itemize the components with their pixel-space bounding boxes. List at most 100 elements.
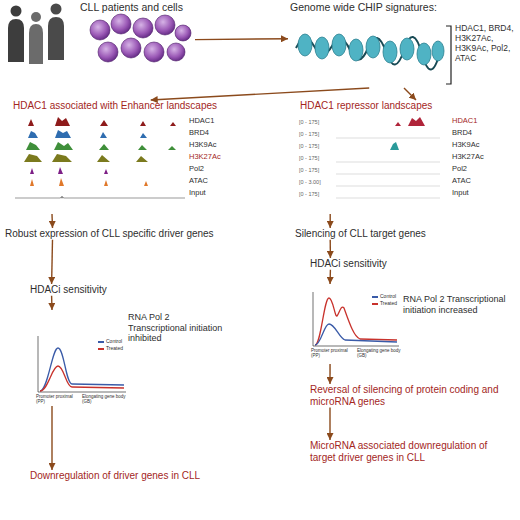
nucleosome <box>298 34 312 56</box>
person-head <box>51 4 62 15</box>
nucleosome <box>400 38 414 60</box>
node-text: HDAC1 repressor landscapes <box>300 100 510 112</box>
track-range: [0 - 3.00] <box>299 179 335 185</box>
person-body <box>48 17 64 60</box>
flow-arrow <box>329 408 330 440</box>
track-range: [0 - 175] <box>299 167 335 173</box>
track <box>336 162 440 163</box>
flow-arrow <box>195 38 288 40</box>
person-head <box>31 12 41 22</box>
track-label: Pol2 <box>452 165 512 173</box>
node-text: Silencing of CLL target genes <box>295 228 515 240</box>
legend-swatch <box>372 296 378 298</box>
enhancer-tracks <box>15 117 185 198</box>
track <box>336 117 440 126</box>
track <box>15 142 185 150</box>
cell <box>121 38 141 58</box>
track <box>336 198 440 199</box>
legend-swatch <box>372 303 378 305</box>
track <box>15 196 185 198</box>
track-label: BRD4 <box>452 129 512 137</box>
flow-arrow <box>151 88 370 100</box>
nucleosome <box>349 39 363 61</box>
plot-axes <box>313 292 399 346</box>
track-label: Pol2 <box>189 165 239 173</box>
track <box>15 154 185 162</box>
node-text: HDACi sensitivity <box>30 284 150 296</box>
legend-text: Treated <box>380 301 397 307</box>
step-text: HDACi sensitivity <box>30 284 150 296</box>
axis-label: Elongating gene body (GB) <box>82 395 130 405</box>
nucleosome <box>315 37 329 59</box>
control-curve <box>40 348 124 391</box>
node-list: HDAC1, BRD4, H3K27Ac, H3K9Ac, Pol2, ATAC <box>455 23 517 63</box>
plot-panel: RNA Pol 2 Transcriptional initiation inh… <box>30 310 230 406</box>
step-text: HDACi sensitivity <box>310 258 430 270</box>
result-text: Downregulation of driver genes in CLL <box>30 470 250 482</box>
track-label: H3K27Ac <box>189 153 239 161</box>
nucleosome <box>383 41 397 63</box>
flow-arrow <box>51 214 53 228</box>
cell <box>98 42 118 62</box>
node-text: Reversal of silencing of protein coding … <box>310 384 510 408</box>
legend-text: Control <box>106 339 122 345</box>
flow-arrow <box>51 296 53 310</box>
track <box>15 167 185 174</box>
track <box>336 186 440 187</box>
node-text: MicroRNA associated downregulation of ta… <box>310 440 510 464</box>
node-text: HDACi sensitivity <box>310 258 430 270</box>
flow-arrow <box>330 214 331 228</box>
flow-arrow <box>404 88 416 100</box>
track <box>336 174 440 175</box>
cell <box>111 14 131 34</box>
nucleosome <box>432 41 444 61</box>
track <box>336 138 440 139</box>
result-text: MicroRNA associated downregulation of ta… <box>310 440 510 464</box>
legend-text: Treated <box>106 346 123 352</box>
track <box>15 117 185 126</box>
legend-text: Control <box>380 294 396 300</box>
cell <box>155 15 175 35</box>
bracket <box>446 26 451 84</box>
axis-label: Elongating gene body (GB) <box>357 349 405 359</box>
nucleosomes <box>298 34 444 65</box>
flow-arrow <box>51 406 52 470</box>
pol2-plot <box>313 292 399 346</box>
track-label: ATAC <box>189 177 239 185</box>
axis-label: Promoter proximal (PP) <box>311 349 355 359</box>
track-label: H3K9Ac <box>452 141 512 149</box>
treated-curve <box>40 366 124 391</box>
patient-icons <box>8 4 64 65</box>
track-range: [0 - 175] <box>299 119 335 125</box>
node-text: HDAC1 associated with Enhancer landscape… <box>13 100 238 112</box>
node-text: Genome wide CHIP signatures: <box>290 1 500 13</box>
result-text: Reversal of silencing of protein coding … <box>310 384 510 408</box>
chip-panel: Genome wide CHIP signatures: HDAC1, BRD4,… <box>288 0 520 88</box>
track-label: HDAC1 <box>189 117 239 125</box>
dna-strand <box>296 37 440 70</box>
nucleosome <box>332 34 346 56</box>
step-text: Silencing of CLL target genes <box>295 228 515 240</box>
flow-arrow <box>329 364 330 384</box>
node-text: CLL patients and cells <box>80 1 195 13</box>
nucleosome <box>366 36 380 58</box>
control-curve <box>315 324 397 345</box>
track <box>336 142 440 150</box>
track-label: H3K27Ac <box>452 153 512 161</box>
flow-arrow <box>330 240 332 258</box>
cell <box>90 20 110 40</box>
person-head <box>11 6 22 17</box>
track-range: [0 - 175] <box>299 131 335 137</box>
track-label: H3K9Ac <box>189 141 239 149</box>
flow-arrow <box>329 270 331 284</box>
cell <box>144 42 164 62</box>
person-body <box>29 24 43 64</box>
cll-cells <box>90 14 191 62</box>
node-text: Downregulation of driver genes in CLL <box>30 470 250 482</box>
node-text: Robust expression of CLL specific driver… <box>5 228 255 240</box>
step-text: Robust expression of CLL specific driver… <box>5 228 255 240</box>
nucleosome <box>417 43 431 65</box>
plot-axes <box>38 336 126 392</box>
cell <box>175 25 191 41</box>
